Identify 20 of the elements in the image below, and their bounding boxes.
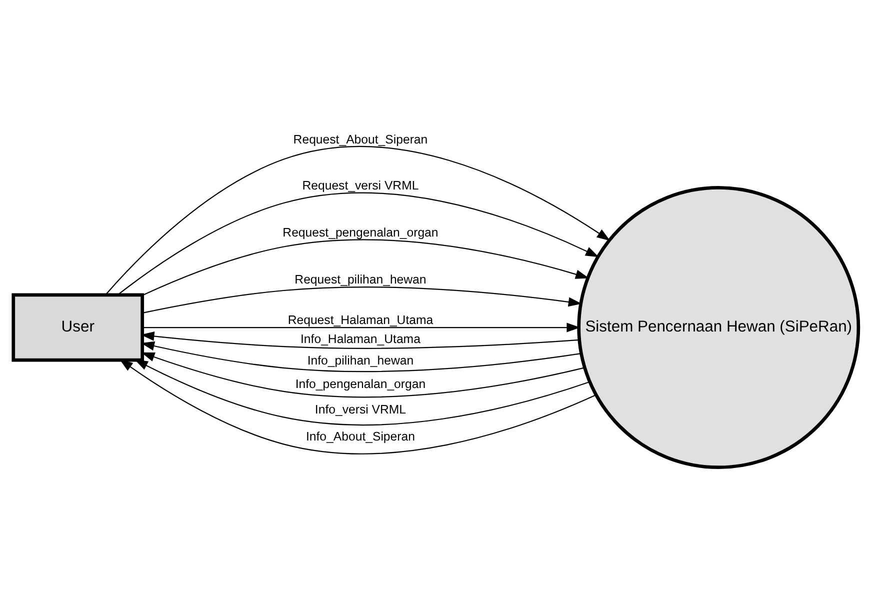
edge-label: Request_About_Siperan: [293, 132, 428, 146]
arrow: [134, 358, 590, 426]
arrow: [141, 352, 584, 398]
edge-label: Info_About_Siperan: [306, 429, 415, 444]
edge-label: Info_pilihan_hewan: [307, 352, 414, 367]
arrow: [142, 286, 582, 314]
edge-label: Request_Halaman_Utama: [288, 312, 434, 326]
arrow: [142, 238, 590, 296]
edge-label: Request_versi VRML: [302, 178, 419, 192]
arrow: [119, 358, 596, 454]
arrow: [142, 322, 580, 332]
node-box: User: [12, 292, 144, 362]
node-circle: Sistem Pencernaan Hewan (SiPeRan): [577, 186, 860, 468]
edge-label: Info_Halaman_Utama: [300, 331, 420, 346]
edge-label: Info_versi VRML: [314, 402, 406, 416]
edge-label: Request_pengenalan_organ: [282, 224, 438, 239]
arrow: [105, 146, 610, 295]
edge-label: Info_pengenalan_organ: [295, 376, 426, 390]
edge-label: Request_pilihan_hewan: [294, 272, 426, 286]
arrow: [117, 192, 599, 295]
